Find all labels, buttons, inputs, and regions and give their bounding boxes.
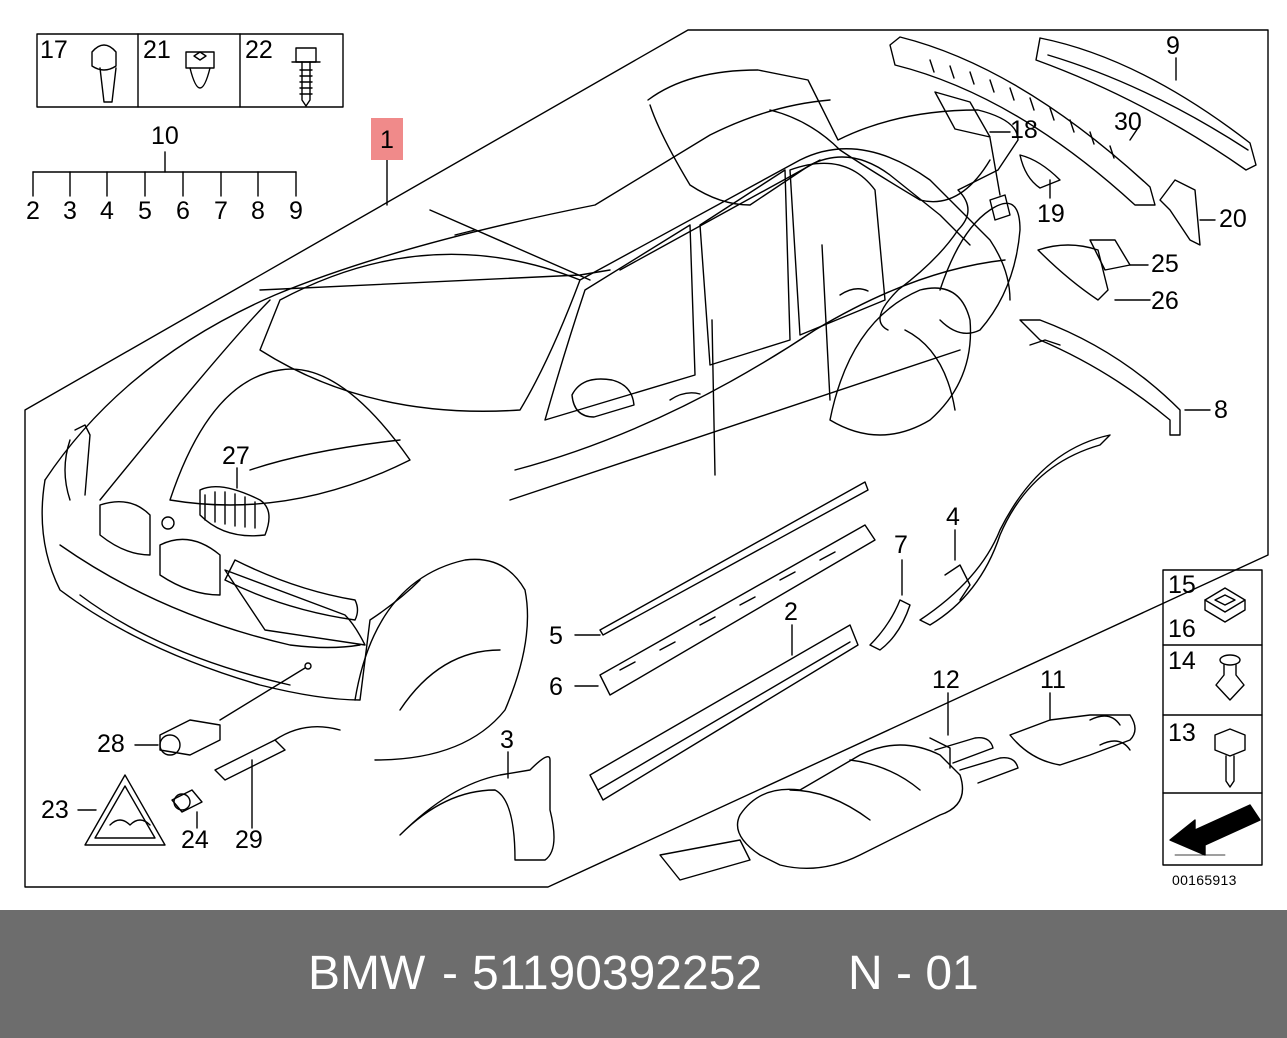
label-16: 16 [1168, 615, 1196, 643]
parts-drawing [24, 29, 1269, 888]
label-25: 25 [1151, 250, 1179, 278]
label-30: 30 [1114, 108, 1142, 136]
brand-name: BMW [308, 947, 426, 1000]
exhaust-system [659, 692, 1136, 881]
part-7 [869, 599, 911, 651]
part-26 [1037, 244, 1109, 301]
part-9-bar [1035, 37, 1257, 171]
part-number-footer: BMW - 51190392252 N - 01 [0, 910, 1287, 1038]
part-4-arch [919, 434, 1111, 626]
label-7: 7 [894, 531, 908, 559]
part-18-bracket [934, 91, 1011, 221]
label-2-group: 2 [26, 197, 40, 225]
part-3-arch [399, 751, 555, 861]
part-6-sill-carrier [574, 524, 876, 696]
label-23: 23 [41, 796, 69, 824]
label-5: 5 [549, 622, 563, 650]
label-6-group: 6 [176, 197, 190, 225]
label-28: 28 [97, 730, 125, 758]
diagram-reference-number: 00165913 [1172, 872, 1237, 888]
label-11: 11 [1040, 666, 1066, 694]
label-14: 14 [1168, 647, 1196, 675]
label-20: 20 [1219, 205, 1247, 233]
footer-separator: - [442, 947, 458, 1000]
label-4-group: 4 [100, 197, 114, 225]
label-9: 9 [1166, 32, 1180, 60]
label-17: 17 [40, 36, 68, 64]
parts-diagram: 1 17 21 22 10 2 3 4 5 6 7 8 9 9 30 18 19… [24, 29, 1269, 888]
diagram-code: N - 01 [848, 947, 979, 1000]
label-18: 18 [1010, 116, 1038, 144]
label-13: 13 [1168, 719, 1196, 747]
car-body-outline [41, 99, 1011, 761]
label-29: 29 [235, 826, 263, 854]
label-21: 21 [143, 36, 171, 64]
fastener-box-top [36, 33, 344, 108]
label-27: 27 [222, 442, 250, 470]
label-3: 3 [500, 726, 514, 754]
label-19: 19 [1037, 200, 1065, 228]
label-2: 2 [784, 598, 798, 626]
label-5-group: 5 [138, 197, 152, 225]
part-5-sill-strip [599, 481, 869, 636]
part-23-warning-sticker [77, 774, 166, 846]
part-2-sill [589, 624, 859, 801]
label-24: 24 [181, 826, 209, 854]
part-29-wiring [214, 725, 341, 829]
part-number: 51190392252 [472, 947, 763, 1000]
callout-10-bracket [32, 151, 297, 197]
label-8: 8 [1214, 396, 1228, 424]
label-4: 4 [946, 503, 960, 531]
highlighted-callout-1: 1 [371, 118, 403, 160]
fastener-box-right [1162, 569, 1263, 866]
part-20 [1159, 179, 1201, 246]
part-30-bracket [889, 36, 1156, 206]
label-26: 26 [1151, 287, 1179, 315]
part-24-cap [171, 789, 203, 829]
label-9-group: 9 [289, 197, 303, 225]
label-6: 6 [549, 673, 563, 701]
part-28-sensor [134, 667, 306, 756]
label-3-group: 3 [63, 197, 77, 225]
frame-outline [24, 29, 1269, 888]
part-27-grille [199, 467, 270, 537]
part-25 [1089, 239, 1131, 271]
part-19 [1019, 154, 1061, 189]
label-10: 10 [151, 122, 179, 150]
callout-1-label: 1 [380, 126, 394, 154]
label-12: 12 [932, 666, 960, 694]
label-8-group: 8 [251, 197, 265, 225]
part-8-rail [1019, 319, 1211, 436]
label-22: 22 [245, 36, 273, 64]
label-15: 15 [1168, 571, 1196, 599]
part-rear-bumper [647, 69, 1021, 334]
label-7-group: 7 [214, 197, 228, 225]
